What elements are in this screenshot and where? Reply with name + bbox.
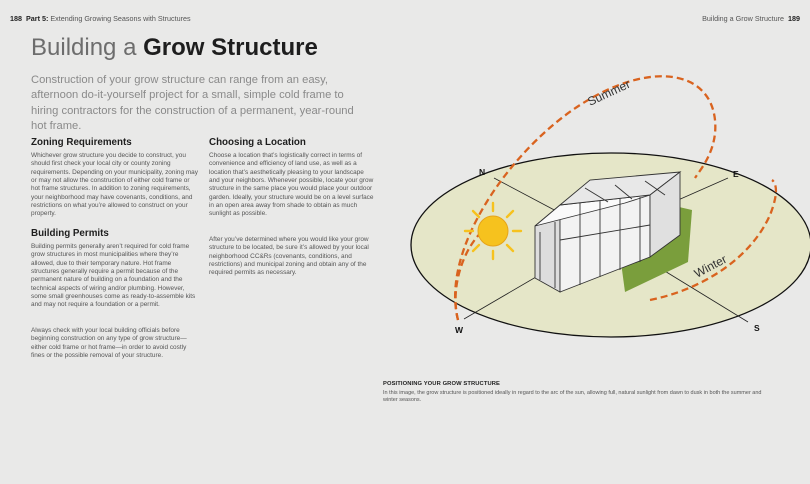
winter-sun-path	[454, 179, 778, 321]
compass-line-n	[493, 177, 561, 214]
title-bold: Grow Structure	[143, 34, 318, 61]
compass-line-w	[463, 269, 549, 320]
location-heading: Choosing a Location	[209, 137, 306, 148]
right-running-title: Building a Grow Structure	[702, 14, 784, 23]
permits-body-1: Building permits generally aren’t requir…	[31, 243, 196, 309]
summer-label: Summer	[585, 77, 632, 109]
part-title: Extending Growing Seasons with Structure…	[50, 14, 191, 23]
page-title: Building a Grow Structure	[31, 34, 318, 62]
part-label: Part 5:	[26, 14, 49, 23]
figure-caption-text: In this image, the grow structure is pos…	[383, 390, 762, 404]
permits-heading: Building Permits	[31, 228, 109, 239]
compass-s: S	[754, 323, 760, 333]
zoning-heading: Zoning Requirements	[31, 137, 132, 148]
sun-icon	[463, 201, 523, 261]
location-body-1: Choose a location that’s logistically co…	[209, 152, 374, 218]
left-page-number: 188	[10, 14, 22, 23]
greenhouse-structure	[534, 171, 682, 293]
compass-n: N	[479, 167, 485, 177]
right-running-head: Building a Grow Structure 189	[702, 14, 800, 23]
right-page-number: 189	[788, 14, 800, 23]
location-body-2: After you’ve determined where you would …	[209, 236, 369, 277]
intro-paragraph: Construction of your grow structure can …	[31, 74, 354, 133]
compass-w: W	[455, 325, 464, 335]
title-light: Building a	[31, 34, 137, 61]
permits-body-2: Always check with your local building of…	[31, 327, 187, 360]
figure-caption-title: POSITIONING YOUR GROW STRUCTURE	[383, 381, 501, 387]
compass-e: E	[733, 169, 739, 179]
summer-sun-path	[454, 75, 717, 321]
zoning-body: Whichever grow structure you decide to c…	[31, 152, 198, 218]
left-running-head: 188 Part 5: Extending Growing Seasons wi…	[10, 14, 191, 23]
